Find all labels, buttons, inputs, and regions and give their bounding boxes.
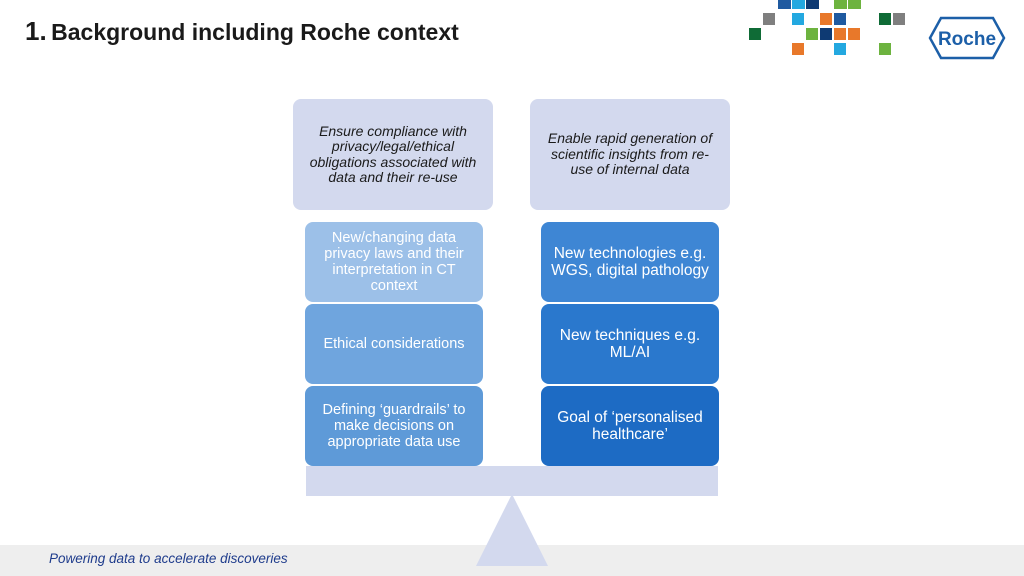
- pixel-square: [792, 43, 804, 55]
- pixel-square: [806, 0, 819, 9]
- pixel-square: [834, 0, 847, 9]
- right-stack-box-3: Goal of ‘personalised healthcare’: [541, 386, 719, 466]
- right-top-text: Enable rapid generation of scientific in…: [547, 130, 713, 178]
- right-stack-box-1: New technologies e.g. WGS, digital patho…: [541, 222, 719, 302]
- right-stack-box-2: New techniques e.g. ML/AI: [541, 304, 719, 384]
- logo-text: Roche: [938, 29, 996, 50]
- pixel-square: [806, 28, 818, 40]
- title-text: Background including Roche context: [51, 19, 459, 45]
- right-top-box: Enable rapid generation of scientific in…: [530, 99, 730, 210]
- pixel-square: [879, 43, 891, 55]
- pixel-square: [763, 13, 775, 25]
- roche-logo: Roche: [928, 16, 1006, 60]
- footer-text: Powering data to accelerate discoveries: [49, 551, 288, 566]
- left-top-text: Ensure compliance with privacy/legal/eth…: [309, 122, 477, 185]
- pixel-square: [848, 0, 861, 9]
- right-stack-text-2: New techniques e.g. ML/AI: [559, 327, 701, 361]
- left-stack-box-3: Defining ‘guardrails’ to make decisions …: [305, 386, 483, 466]
- left-top-box: Ensure compliance with privacy/legal/eth…: [293, 99, 493, 210]
- title-number: 1.: [25, 16, 47, 46]
- pixel-square: [820, 13, 832, 25]
- pixel-square: [834, 43, 846, 55]
- pixel-square: [879, 13, 891, 25]
- pixel-square: [848, 28, 860, 40]
- slide-title: 1. Background including Roche context: [25, 16, 459, 47]
- decorative-pixel-pattern: [0, 0, 1024, 60]
- pixel-square: [820, 28, 832, 40]
- pixel-square: [792, 0, 805, 9]
- right-stack-text-1: New technologies e.g. WGS, digital patho…: [551, 245, 709, 279]
- pixel-square: [893, 13, 905, 25]
- pixel-square: [778, 0, 791, 9]
- left-stack-text-2: Ethical considerations: [323, 336, 465, 352]
- pixel-square: [834, 13, 846, 25]
- balance-beam: [306, 466, 718, 496]
- left-stack-box-1: New/changing data privacy laws and their…: [305, 222, 483, 302]
- left-stack-text-1: New/changing data privacy laws and their…: [324, 230, 464, 294]
- left-stack-box-2: Ethical considerations: [305, 304, 483, 384]
- pixel-square: [792, 13, 804, 25]
- pixel-square: [834, 28, 846, 40]
- right-stack-text-3: Goal of ‘personalised healthcare’: [557, 409, 703, 443]
- pixel-square: [749, 28, 761, 40]
- balance-fulcrum: [476, 494, 548, 566]
- left-stack-text-3: Defining ‘guardrails’ to make decisions …: [322, 402, 466, 450]
